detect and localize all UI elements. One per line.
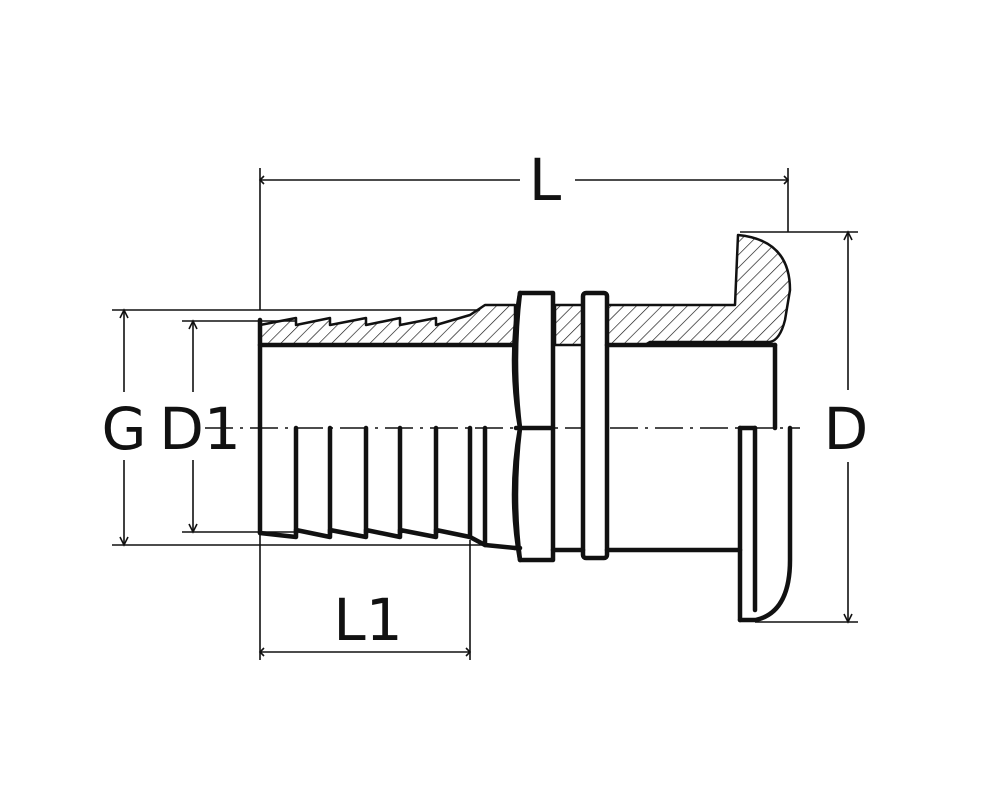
label-D: D (824, 395, 869, 463)
dimension-G (112, 308, 485, 547)
label-L: L (529, 146, 561, 214)
label-L1: L1 (333, 586, 402, 654)
hex-nut (511, 290, 556, 563)
dimension-L (258, 168, 790, 310)
body-lower-and-flange (512, 342, 793, 623)
hose-tail-lower (257, 317, 518, 551)
dimension-D (740, 230, 858, 624)
label-D1: D1 (159, 395, 241, 463)
dimension-L1 (258, 535, 472, 660)
dimension-D1 (182, 319, 296, 534)
washer (580, 290, 610, 561)
label-G: G (102, 395, 147, 463)
